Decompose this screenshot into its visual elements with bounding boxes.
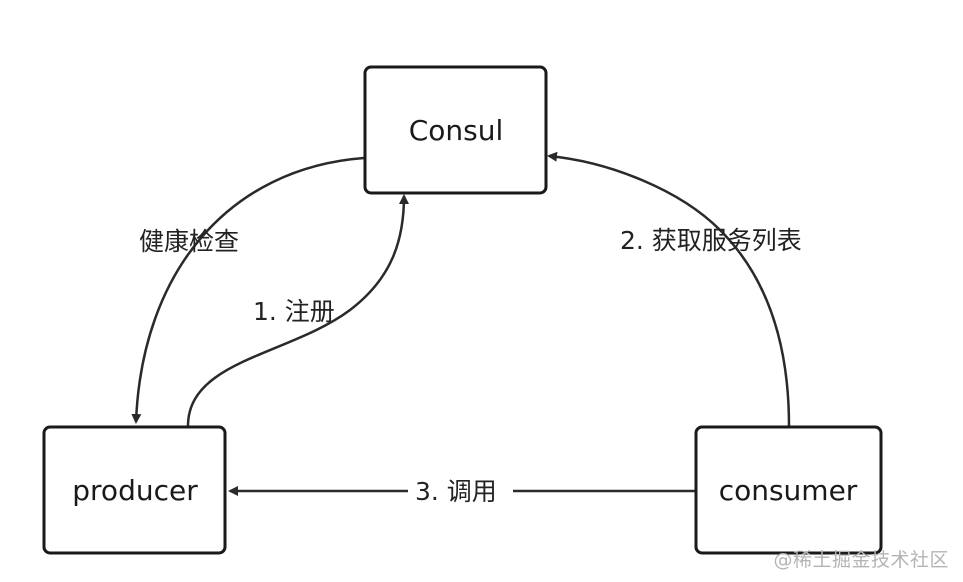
get-service-list-label: 2. 获取服务列表 — [620, 226, 802, 255]
consul-node: Consul — [363, 65, 548, 195]
invoke-label: 3. 调用 — [415, 477, 497, 506]
consumer-node: consumer — [694, 425, 883, 555]
get-service-list-arrow — [547, 151, 791, 427]
consumer-box — [694, 425, 883, 555]
register-arrow — [186, 194, 409, 427]
watermark-text: @稀土掘金技术社区 — [773, 549, 949, 571]
health-check-arrow — [131, 156, 365, 424]
producer-label: producer — [72, 474, 198, 507]
consul-box — [363, 65, 548, 195]
producer-box — [42, 425, 227, 555]
consul-label: Consul — [409, 114, 504, 147]
health-check-label: 健康检查 — [139, 227, 239, 256]
register-label: 1. 注册 — [253, 297, 335, 326]
producer-node: producer — [42, 425, 227, 555]
consumer-label: consumer — [719, 474, 858, 507]
